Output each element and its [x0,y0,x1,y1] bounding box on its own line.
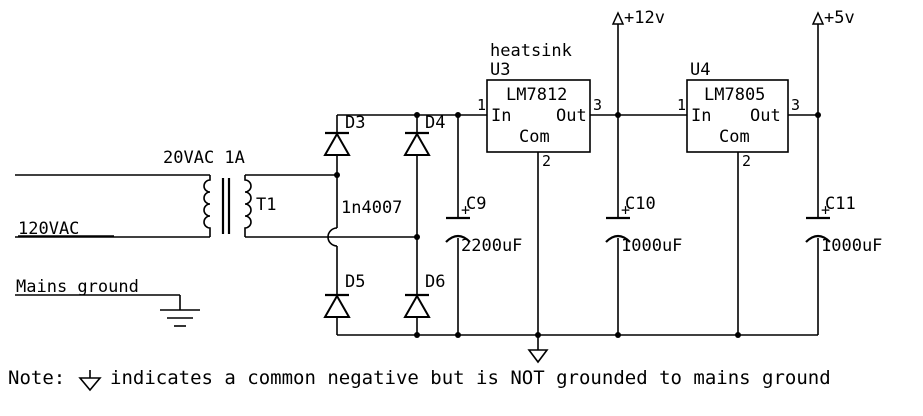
diode-part-label: 1n4007 [341,198,402,218]
heatsink-label: heatsink [490,41,572,61]
u3-out-label: Out [556,106,587,126]
junction-dots [334,112,821,338]
regulator-u3: heatsink U3 LM7812 In Out Com 1 3 2 [477,41,602,170]
diode-d4: D4 [403,113,445,156]
u3-ref-label: U3 [490,60,510,80]
u3-pin2-label: 2 [542,152,551,170]
d6-label: D6 [425,272,445,292]
c11-value-label: 1000uF [821,236,882,256]
u4-ref-label: U4 [690,60,710,80]
diode-d6: D6 [403,272,445,318]
u4-pin1-label: 1 [677,96,686,114]
transformer-ref-label: T1 [256,195,276,215]
input-voltage-label: 120VAC [18,219,79,239]
plus-12v-label: +12v [624,8,665,28]
plus-5v-label: +5v [824,8,855,28]
c9-plus: + [461,201,470,219]
u3-pin3-label: 3 [593,96,602,114]
transformer-t1: 20VAC 1A T1 [163,148,276,237]
d3-label: D3 [345,113,365,133]
d4-label: D4 [425,113,445,133]
note-text: indicates a common negative but is NOT g… [110,367,831,389]
d5-label: D5 [345,272,365,292]
common-negative-legend-icon [78,370,102,392]
common-negative-icon [527,349,549,364]
c10-plus: + [621,201,630,219]
diode-d3: D3 [323,113,365,156]
footnote: Note: indicates a common negative but is… [8,367,831,392]
c9-value-label: 2200uF [461,236,522,256]
u3-in-label: In [491,106,511,126]
mains-ground-symbol [160,309,200,327]
u3-pin1-label: 1 [477,96,486,114]
c10-label: C10 [625,194,656,214]
c11-label: C11 [825,194,856,214]
u4-pin3-label: 3 [791,96,800,114]
mains-ground-label: Mains ground [16,277,139,297]
regulator-u4: U4 LM7805 In Out Com 1 3 2 [677,60,800,170]
diode-d5: D5 [323,272,365,318]
transformer-rating-label: 20VAC 1A [163,148,245,168]
c9-label: C9 [466,194,486,214]
u4-pin2-label: 2 [742,152,751,170]
u4-out-label: Out [750,106,781,126]
c10-value-label: 1000uF [621,236,682,256]
note-prefix: Note: [8,367,65,389]
u4-com-label: Com [719,127,750,147]
capacitor-c11: + C11 1000uF [805,194,882,256]
u3-part-label: LM7812 [506,85,567,105]
supply-5v: +5v [811,8,855,30]
c11-plus: + [821,201,830,219]
u4-in-label: In [691,106,711,126]
supply-12v: +12v [611,8,665,30]
capacitor-c10: + C10 1000uF [605,194,682,256]
capacitor-c9: + C9 2200uF [445,194,522,256]
u3-com-label: Com [519,127,550,147]
u4-part-label: LM7805 [704,85,765,105]
